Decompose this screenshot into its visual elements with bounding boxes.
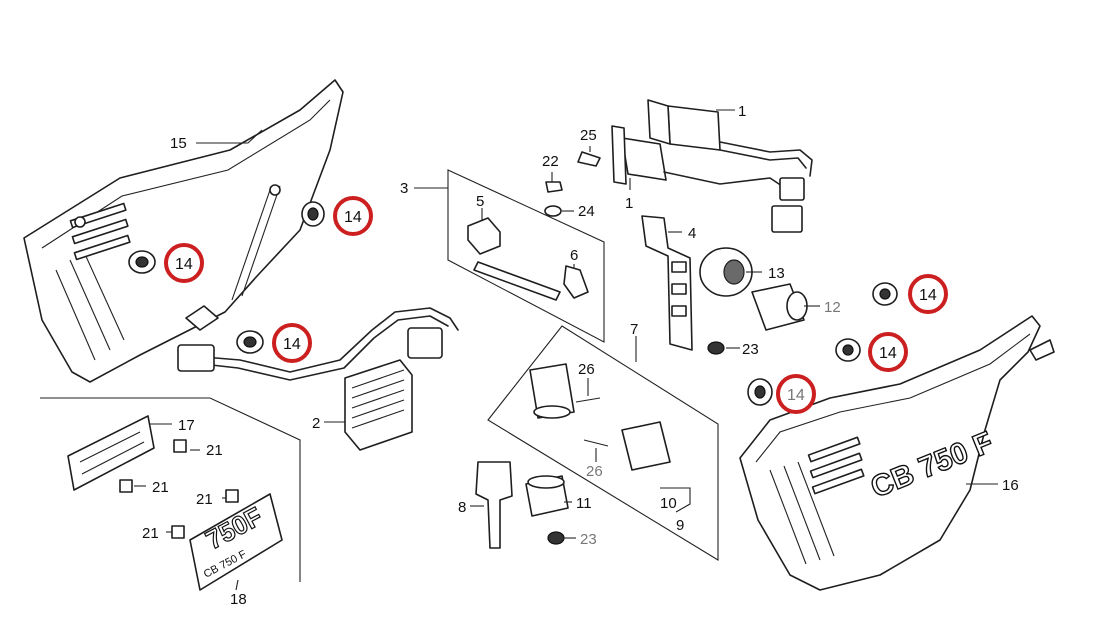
- callout-2: 2: [312, 415, 320, 432]
- callout-17: 17: [178, 417, 195, 434]
- svg-text:14: 14: [879, 345, 897, 362]
- svg-text:14: 14: [175, 256, 193, 273]
- highlight-14-f: 14: [776, 374, 816, 414]
- left-side-cover: [23, 79, 344, 383]
- callout-15: 15: [170, 135, 187, 152]
- callout-26a: 26: [578, 361, 595, 378]
- highlight-14-e: 14: [868, 332, 908, 372]
- grommet-left-3: [236, 330, 264, 354]
- callout-12: 12: [824, 299, 841, 316]
- leader-lines: [134, 109, 998, 591]
- callout-7: 7: [630, 321, 638, 338]
- grommet-right-2: [835, 338, 861, 362]
- callout-8: 8: [458, 499, 466, 516]
- fuse-holder-11: [525, 475, 569, 517]
- callout-26b: 26: [586, 463, 603, 480]
- callout-11: 11: [576, 495, 592, 512]
- bracket-4: [641, 215, 693, 351]
- callout-9: 9: [676, 517, 684, 534]
- clip-21-c: [225, 489, 239, 503]
- clip-21-a: [173, 439, 187, 453]
- callout-5: 5: [476, 193, 484, 210]
- callout-21b: 21: [152, 479, 169, 496]
- emblem-box: [40, 397, 301, 582]
- svg-text:14: 14: [787, 387, 805, 404]
- callout-23b: 23: [580, 531, 597, 548]
- rubber-cap-13: [699, 247, 753, 297]
- nut-23-lower: [547, 531, 565, 545]
- highlight-14-c: 14: [272, 323, 312, 363]
- callout-21d: 21: [142, 525, 159, 542]
- emblem-17: [67, 415, 155, 491]
- bolt-25: [577, 151, 601, 167]
- callout-3: 3: [400, 180, 408, 197]
- callout-4: 4: [688, 225, 696, 242]
- assembly-box-7: [487, 325, 719, 561]
- relay-assembly: [611, 99, 813, 233]
- callout-18: 18: [230, 591, 247, 608]
- washer-24: [544, 205, 562, 217]
- condenser-12: [751, 283, 808, 331]
- callout-22: 22: [542, 153, 559, 170]
- callout-16: 16: [1002, 477, 1019, 494]
- highlight-14-a: 14: [164, 243, 204, 283]
- clip-21-b: [119, 479, 133, 493]
- emblem-18: 750F CB 750 F: [189, 493, 283, 591]
- grommet-left-2: [301, 201, 325, 227]
- svg-text:14: 14: [283, 336, 301, 353]
- highlight-14-d: 14: [908, 274, 948, 314]
- callout-1b: 1: [625, 195, 633, 212]
- grommet-left-1: [128, 250, 156, 274]
- svg-text:14: 14: [919, 287, 937, 304]
- highlight-callouts: 14 14 14 14 14 14: [164, 196, 948, 414]
- callout-1: 1: [738, 103, 746, 120]
- regulator-rectifier: [177, 307, 459, 451]
- callout-6: 6: [570, 247, 578, 264]
- callout-10: 10: [660, 495, 677, 512]
- nut-22: [545, 181, 563, 193]
- callout-24: 24: [578, 203, 595, 220]
- grommet-right-1: [872, 282, 898, 306]
- callout-25: 25: [580, 127, 597, 144]
- callout-21c: 21: [196, 491, 213, 508]
- clip-21-d: [171, 525, 185, 539]
- callout-13: 13: [768, 265, 785, 282]
- callout-21a: 21: [206, 442, 223, 459]
- terminal-8: [475, 461, 513, 549]
- grommet-right-3: [747, 378, 773, 406]
- callout-labels: 1 1 2 3 4 5 6 7 8 9 10 11 12 13 15 16 17…: [142, 103, 1019, 608]
- callout-23a: 23: [742, 341, 759, 358]
- nut-23-upper: [707, 341, 725, 355]
- assembly-box-3: [447, 169, 605, 343]
- highlight-14-b: 14: [333, 196, 373, 236]
- svg-text:14: 14: [344, 209, 362, 226]
